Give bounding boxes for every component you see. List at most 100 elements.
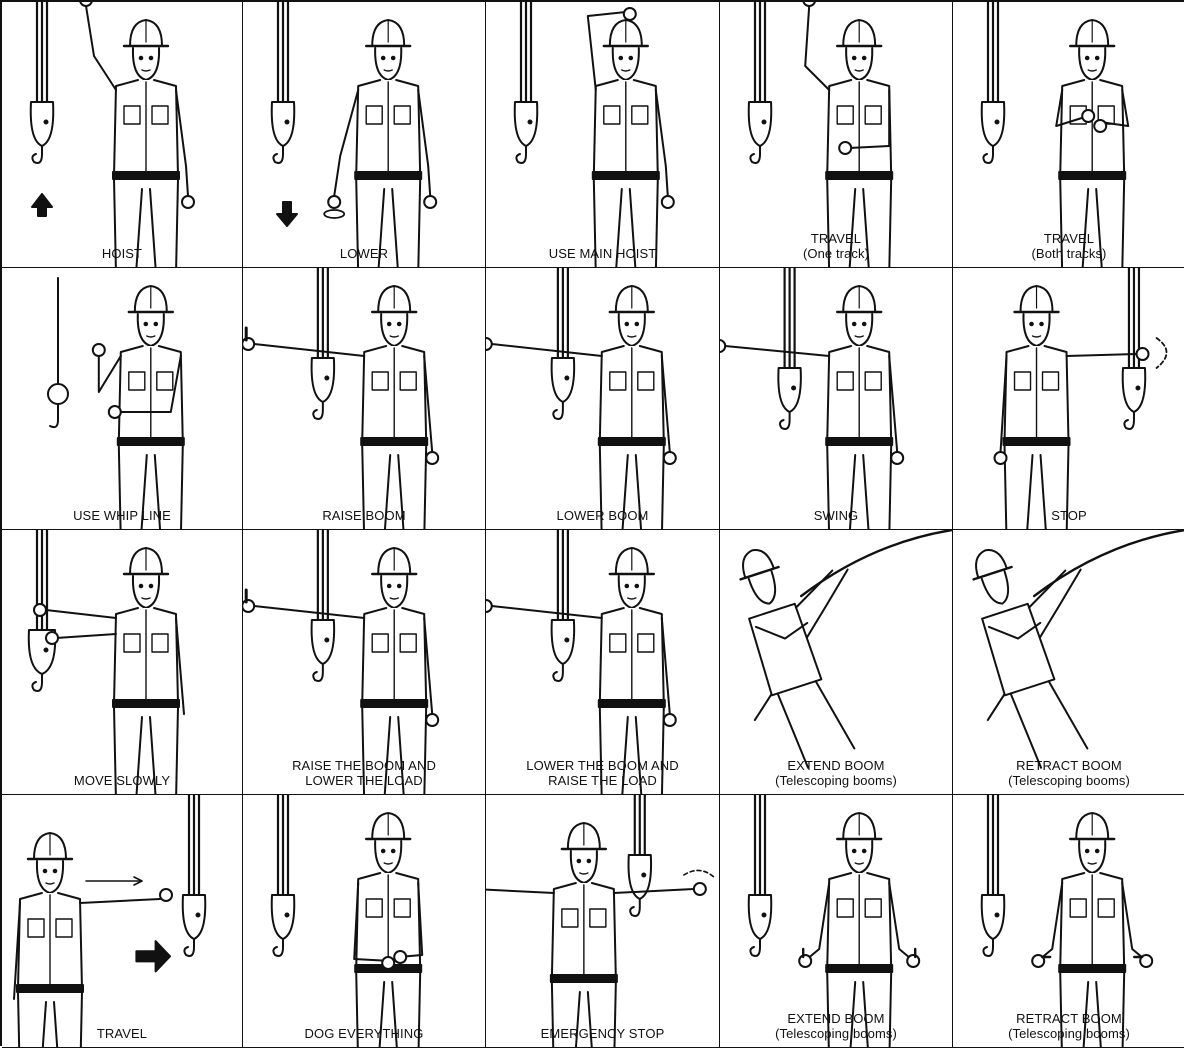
signal-sublabel: (Telescoping booms) xyxy=(953,1026,1184,1041)
signal-caption: RETRACT BOOM(Telescoping booms) xyxy=(953,1011,1184,1041)
signal-sublabel: (Telescoping booms) xyxy=(720,1026,952,1041)
signal-person xyxy=(995,286,1167,529)
arm xyxy=(614,889,694,893)
arm xyxy=(1122,883,1144,959)
thumb-up-icon xyxy=(243,338,254,350)
signal-label: USE WHIP LINE xyxy=(2,508,242,523)
emergency-stop-illustration xyxy=(486,795,719,1047)
crane-hook-icon xyxy=(31,2,54,163)
raised-finger-icon xyxy=(80,2,92,6)
signal-stop: STOP xyxy=(953,268,1184,530)
belt xyxy=(826,172,892,179)
signal-caption: USE MAIN HOIST xyxy=(486,246,719,261)
lower-boom-illustration xyxy=(486,268,719,529)
signal-label: TRAVEL xyxy=(953,231,1184,246)
signal-person xyxy=(727,530,888,771)
raise-boom-lower-load-illustration xyxy=(243,530,485,794)
arm xyxy=(1067,354,1137,356)
travel-direction-arrow-icon xyxy=(136,941,170,971)
open-palm-icon xyxy=(160,889,172,901)
signal-person xyxy=(72,2,194,267)
arm xyxy=(254,606,364,618)
signal-sublabel: (Both tracks) xyxy=(953,246,1184,261)
signal-emergency-stop: EMERGENCY STOP xyxy=(486,795,720,1048)
signal-caption: RETRACT BOOM(Telescoping booms) xyxy=(953,758,1184,788)
retract-boom-fists-illustration xyxy=(953,795,1184,1047)
signal-person xyxy=(1056,20,1128,267)
horizontal-motion-arrow-icon xyxy=(1157,338,1167,368)
signal-use-main-hoist: USE MAIN HOIST xyxy=(486,2,720,268)
signal-caption: RAISE THE BOOM ANDLOWER THE LOAD xyxy=(243,758,485,788)
signal-label: STOP xyxy=(953,508,1184,523)
signal-person xyxy=(34,548,184,794)
shirt xyxy=(980,603,1054,695)
belt xyxy=(361,438,427,445)
open-palm-icon xyxy=(694,883,706,895)
signal-caption: RAISE BOOM xyxy=(243,508,485,523)
signal-person xyxy=(803,2,892,267)
signal-caption: DOG EVERYTHING xyxy=(243,1026,485,1041)
signal-raise-boom-lower-load: RAISE THE BOOM ANDLOWER THE LOAD xyxy=(243,530,486,795)
pointing-finger-icon xyxy=(34,604,46,616)
pointing-finger-icon xyxy=(720,340,725,352)
signal-hoist: HOIST xyxy=(2,2,243,268)
extend-boom-illustration xyxy=(720,530,952,794)
signal-label: TRAVEL xyxy=(720,231,952,246)
signal-label: RETRACT BOOM xyxy=(953,758,1184,773)
crane-hook-icon xyxy=(312,530,335,681)
belt xyxy=(113,172,179,179)
belt xyxy=(1059,172,1125,179)
signal-caption: EXTEND BOOM(Telescoping booms) xyxy=(720,1011,952,1041)
travel-one-track-illustration xyxy=(720,2,952,267)
signal-label: SWING xyxy=(720,508,952,523)
signal-label: EMERGENCY STOP xyxy=(486,1026,719,1041)
signal-retract-boom-rope: RETRACT BOOM(Telescoping booms) xyxy=(953,530,1184,795)
signal-retract-boom-fists: RETRACT BOOM(Telescoping booms) xyxy=(953,795,1184,1048)
signal-label: LOWER xyxy=(243,246,485,261)
fist-icon xyxy=(424,196,436,208)
crane-hook-icon xyxy=(515,2,538,163)
move-slowly-illustration xyxy=(2,530,242,794)
signal-caption: TRAVEL(Both tracks) xyxy=(953,231,1184,261)
crane-hook-icon xyxy=(272,795,295,956)
crane-hook-icon xyxy=(552,530,575,681)
arm xyxy=(486,889,554,893)
arm xyxy=(99,356,121,392)
signal-person xyxy=(354,813,422,1047)
signal-label: EXTEND BOOM xyxy=(720,758,952,773)
signal-label: RETRACT BOOM xyxy=(953,1011,1184,1026)
rope-icon xyxy=(1034,530,1184,596)
signal-caption: USE WHIP LINE xyxy=(2,508,242,523)
hoist-illustration xyxy=(2,2,242,267)
crane-hook-icon xyxy=(552,268,575,419)
belt xyxy=(118,438,184,445)
signal-sublabel: (Telescoping booms) xyxy=(953,773,1184,788)
signal-caption: STOP xyxy=(953,508,1184,523)
fist-icon xyxy=(1082,110,1094,122)
whip-line-hook-icon xyxy=(48,278,68,427)
shirt xyxy=(747,603,821,695)
arm xyxy=(1040,883,1062,959)
fist-icon xyxy=(907,955,919,967)
arm xyxy=(80,899,160,903)
thumb-down-icon xyxy=(486,600,492,612)
fist-icon xyxy=(109,406,121,418)
travel-both-tracks-illustration xyxy=(953,2,1184,267)
signal-move-slowly: MOVE SLOWLY xyxy=(2,530,243,795)
signal-label: HOIST xyxy=(2,246,242,261)
fist-icon xyxy=(426,452,438,464)
use-main-hoist-illustration xyxy=(486,2,719,267)
signal-travel-one-track: TRAVEL(One track) xyxy=(720,2,953,268)
crane-hook-icon xyxy=(982,795,1005,956)
fist-icon xyxy=(664,714,676,726)
fist-icon xyxy=(662,196,674,208)
retract-boom-illustration xyxy=(953,530,1184,794)
belt xyxy=(1059,965,1125,972)
fist-icon xyxy=(839,142,851,154)
lower-boom-raise-load-illustration xyxy=(486,530,719,794)
crane-hook-icon xyxy=(982,2,1005,163)
motion-arrow-icon xyxy=(684,870,714,877)
arm xyxy=(254,344,364,356)
